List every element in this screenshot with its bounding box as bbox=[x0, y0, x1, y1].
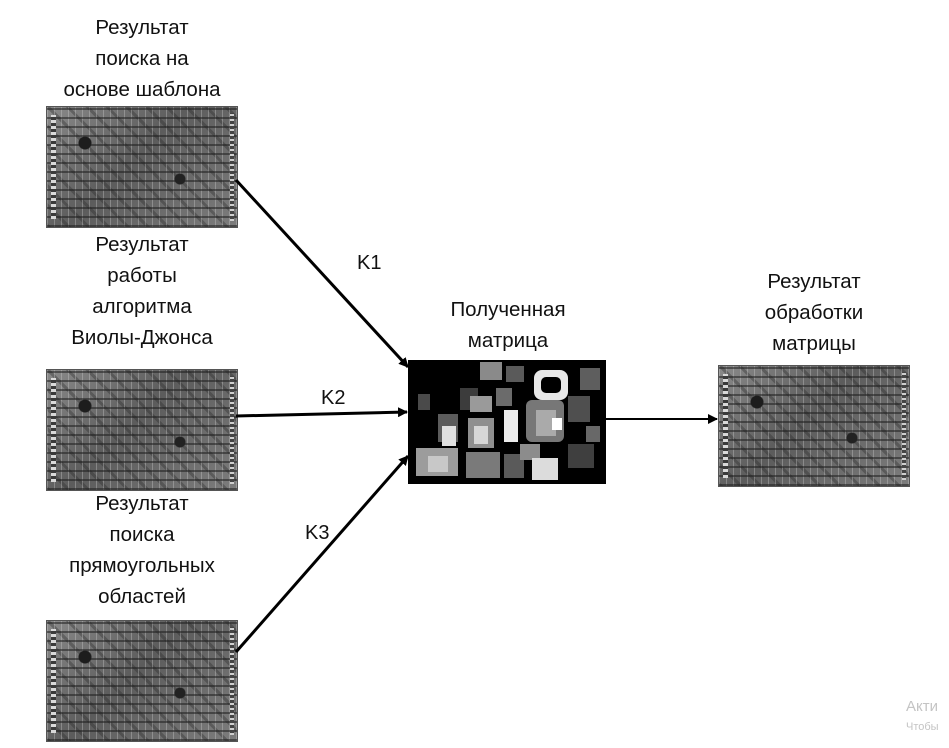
watermark-line1: Акти bbox=[906, 698, 938, 715]
edge-label-k3: K3 bbox=[305, 522, 330, 544]
edge-label-k1: K1 bbox=[357, 252, 382, 274]
matrix-blobs bbox=[416, 362, 600, 480]
label-viola-jones: Результат работы алгоритма Виолы-Джонса bbox=[71, 233, 213, 349]
label-template-search: Результат поиска на основе шаблона bbox=[63, 16, 221, 101]
arrow-k3 bbox=[234, 455, 410, 653]
pcb-image-rectangles bbox=[46, 620, 238, 742]
edge-label-k2: K2 bbox=[321, 387, 346, 409]
pcb-image-template-search bbox=[46, 106, 238, 228]
label-result: Результат обработки матрицы bbox=[764, 270, 864, 355]
pcb-image-result bbox=[718, 365, 910, 487]
arrow-k2 bbox=[235, 407, 408, 418]
arrow-k1 bbox=[234, 178, 410, 369]
label-rectangles: Результат поиска прямоугольных областей bbox=[69, 492, 215, 608]
pcb-image-viola-jones bbox=[46, 369, 238, 491]
watermark-line2: Чтобы bbox=[906, 721, 939, 733]
label-matrix: Полученная матрица bbox=[450, 298, 566, 352]
matrix-image bbox=[408, 360, 606, 484]
